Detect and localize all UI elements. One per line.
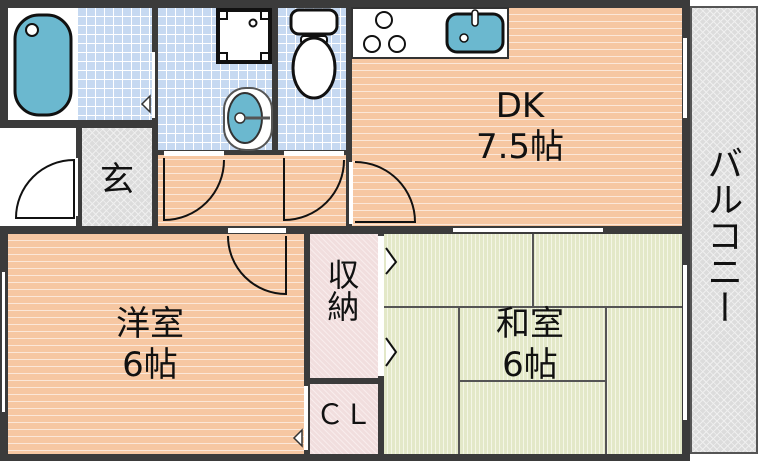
japanese-room-name: 和室 [496,304,564,344]
entrance-floor [82,128,152,228]
storage-floor [310,234,378,378]
dk-size: 7.5帖 [475,126,565,167]
wall-wash-bottom [158,150,346,155]
dk-name: DK [495,86,545,126]
wall-wash-right [272,0,278,153]
entrance-door [14,158,78,219]
storage-label: 収納 [322,258,361,322]
wall-top [0,0,690,8]
western-room-door [227,228,287,296]
wall-storage-left [304,234,310,461]
western-room-name: 洋室 [116,304,184,344]
closet-floor [310,384,378,454]
wall-middle [0,226,690,234]
entrance-label: 玄 [100,160,134,200]
balcony-label: バルコニー [701,145,743,325]
closet-label: ＣＬ [315,398,372,431]
japanese-room-label: 和室 6帖 [470,304,590,386]
dk-door [349,161,417,224]
wall-bottom [0,454,690,461]
western-room-label: 洋室 6帖 [90,304,210,386]
washroom-door [163,151,225,222]
washing-machine-icon [216,8,272,64]
wash-basin-icon [223,87,273,151]
balcony-floor [690,6,758,454]
wall-right [682,0,690,461]
wall-storage-mid [304,378,384,384]
wall-entrance-left [76,120,82,228]
kitchen-sink-icon [445,9,505,54]
western-room-floor [8,234,304,454]
gas-stove-icon [363,11,406,53]
dk-label: DK 7.5帖 [440,86,600,168]
toilet-door [283,151,345,222]
western-room-size: 6帖 [122,344,178,385]
hallway-floor [158,153,352,228]
japanese-room-size: 6帖 [502,344,558,385]
toilet-icon [289,8,339,100]
tatami-lines [384,234,682,454]
bathroom-floor [78,8,152,120]
wall-left-upper [0,0,8,128]
wall-toilet-right [346,0,352,228]
bathtub-icon [13,13,73,117]
